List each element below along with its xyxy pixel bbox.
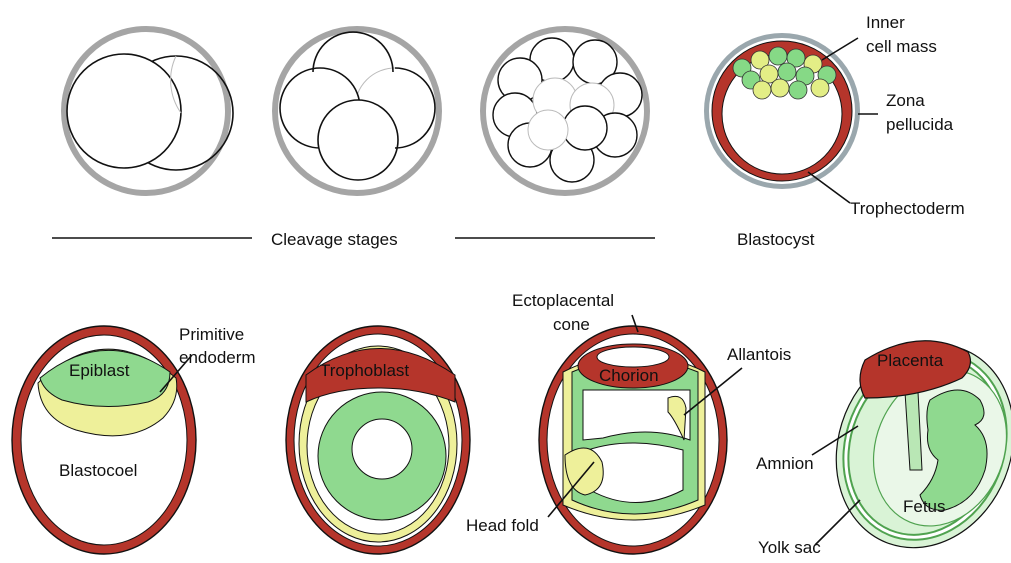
label-zona: Zona xyxy=(886,91,925,110)
label-placenta: Placenta xyxy=(877,351,944,370)
blastocyst xyxy=(704,33,878,203)
label-trophoblast: Trophoblast xyxy=(320,361,409,380)
label-head-fold: Head fold xyxy=(466,516,539,535)
label-blastocoel: Blastocoel xyxy=(59,461,137,480)
label-chorion: Chorion xyxy=(599,366,659,385)
four-cell-stage xyxy=(275,29,439,193)
label-allantois: Allantois xyxy=(727,345,791,364)
label-trophectoderm: Trophectoderm xyxy=(850,199,965,218)
label-endoderm: endoderm xyxy=(179,348,256,367)
label-primitive: Primitive xyxy=(179,325,244,344)
label-fetus: Fetus xyxy=(903,497,946,516)
label-inner: Inner xyxy=(866,13,905,32)
morula-stage xyxy=(483,29,647,193)
two-cell-stage xyxy=(64,29,233,193)
label-cell-mass: cell mass xyxy=(866,37,937,56)
label-epiblast: Epiblast xyxy=(69,361,130,380)
label-pellucida: pellucida xyxy=(886,115,954,134)
label-blastocyst: Blastocyst xyxy=(737,230,815,249)
label-amnion: Amnion xyxy=(756,454,814,473)
label-ectoplacental: Ectoplacental xyxy=(512,291,614,310)
label-yolk-sac: Yolk sac xyxy=(758,538,821,557)
label-cone: cone xyxy=(553,315,590,334)
label-cleavage-stages: Cleavage stages xyxy=(271,230,398,249)
stage-head-fold xyxy=(539,315,742,554)
